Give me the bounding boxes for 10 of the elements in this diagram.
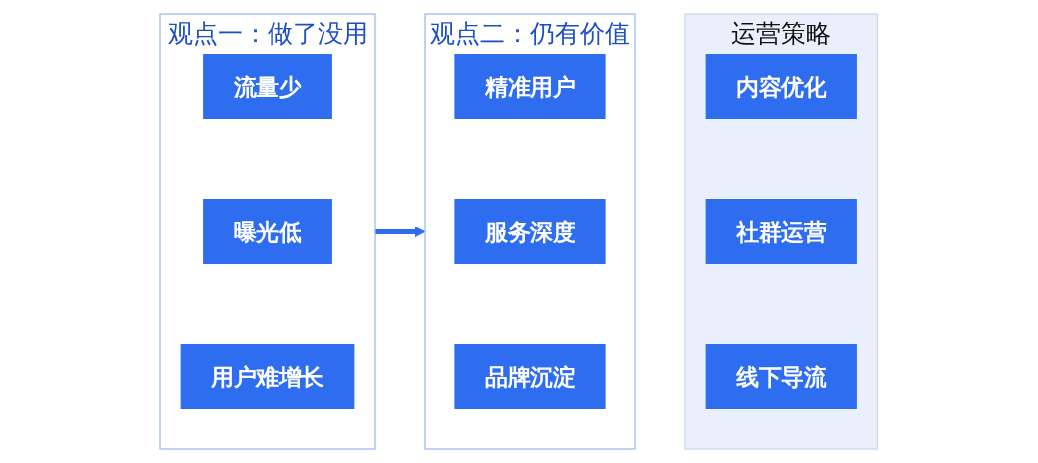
arrow — [375, 226, 426, 237]
node-box: 精准用户 — [454, 54, 606, 119]
node-box: 服务深度 — [454, 199, 606, 264]
node-box: 曝光低 — [203, 199, 333, 264]
node-box: 流量少 — [203, 54, 333, 119]
node-box: 品牌沉淀 — [454, 344, 606, 409]
node-box: 用户难增长 — [180, 344, 355, 409]
node-box: 线下导流 — [705, 344, 858, 409]
node-box: 内容优化 — [705, 54, 858, 119]
node-box: 社群运营 — [705, 199, 858, 264]
